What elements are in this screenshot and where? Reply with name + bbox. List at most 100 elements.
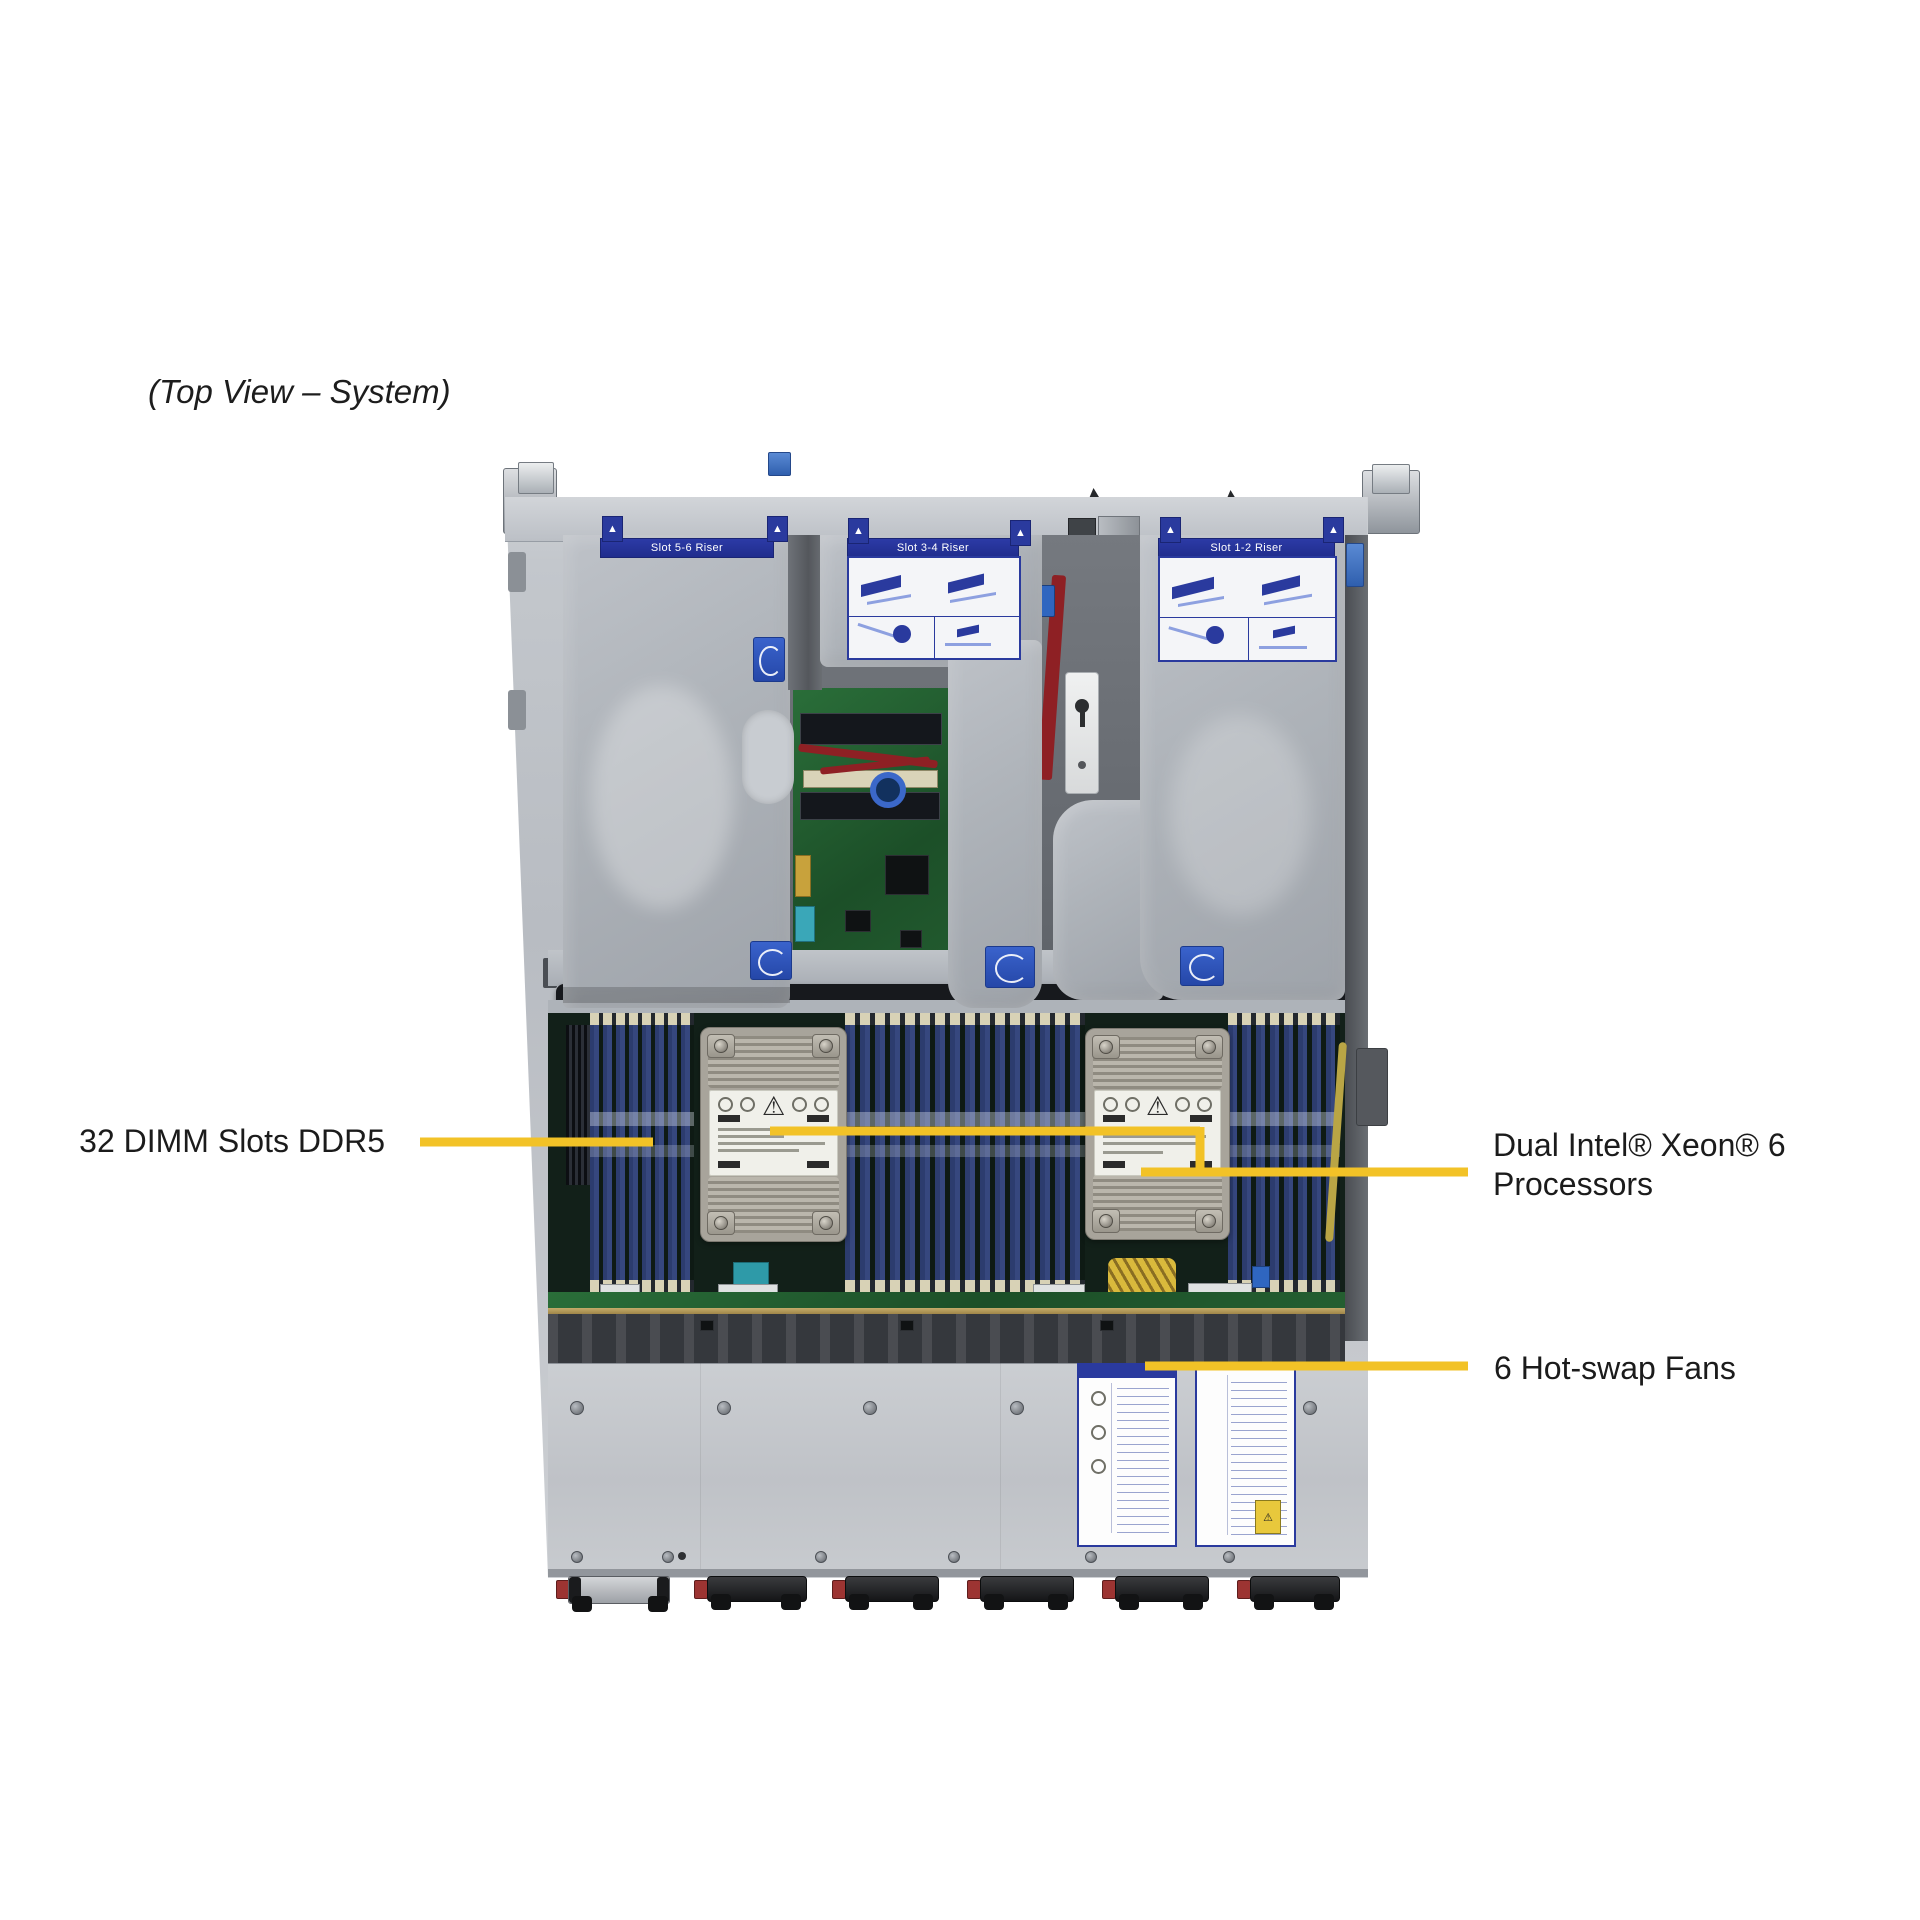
panel-screw: [1223, 1551, 1235, 1563]
label-circle: [740, 1097, 755, 1112]
riser-left: [563, 535, 794, 1008]
heatsink-screw: [714, 1216, 728, 1230]
left-wall-hinge-1: [508, 552, 526, 592]
panel-screw: [815, 1551, 827, 1563]
label-icon: [1103, 1161, 1125, 1168]
handle-foot: [781, 1594, 801, 1610]
panel-screw: [1085, 1551, 1097, 1563]
sticker-icon-column: [1203, 1375, 1228, 1535]
bracket-keyhole-stem: [1080, 711, 1085, 727]
panel-screw: [717, 1401, 731, 1415]
handle-foot: [1314, 1594, 1334, 1610]
handle-foot: [1119, 1594, 1139, 1610]
card-drawing: [1160, 617, 1248, 660]
sticker-icon: [1091, 1391, 1106, 1406]
riser-left-bottom-shadow: [563, 987, 790, 1003]
vrm-heatsink: [566, 1025, 590, 1185]
warning-triangle-icon: ⚠: [1255, 1500, 1281, 1534]
handle-foot: [984, 1594, 1004, 1610]
heatsink-screw: [714, 1039, 728, 1053]
figure-title: (Top View – System): [148, 373, 451, 410]
sticker-icon: [1091, 1425, 1106, 1440]
panel-screw: [1010, 1401, 1024, 1415]
midplane-dark-strip: [548, 1314, 1345, 1363]
chassis-rear-band: [505, 497, 1367, 542]
dimm-bank-left: [590, 1013, 694, 1292]
handle-foot: [648, 1596, 668, 1612]
heatsink-screw: [1099, 1040, 1113, 1054]
riser-banner-5-6-label: Slot 5-6 Riser: [650, 542, 724, 554]
strip-connector: [700, 1320, 714, 1331]
panel-screw: [570, 1401, 584, 1415]
panel-screw: [863, 1401, 877, 1415]
label-text-line: [1103, 1151, 1163, 1154]
label-text-line: [718, 1149, 800, 1152]
asic-chip: [885, 855, 929, 895]
sticker-icon-column: [1085, 1383, 1112, 1533]
dimm-label-band: [1228, 1145, 1340, 1157]
warning-triangle-icon: ▲: [1160, 517, 1181, 543]
rear-blue-clip: [768, 452, 791, 476]
handle-foot: [711, 1594, 731, 1610]
board-gold-edge: [548, 1308, 1345, 1314]
heatsink-screw: [819, 1039, 833, 1053]
dimm-label-band: [590, 1145, 694, 1157]
dimm-label-band: [1228, 1112, 1340, 1126]
callout-label-cpu-line1: Dual Intel® Xeon® 6: [1493, 1127, 1786, 1163]
yellow-connector: [795, 855, 811, 897]
panel-screw-dark: [678, 1552, 686, 1560]
right-edge-tab: [1356, 1048, 1388, 1126]
label-circle: [1197, 1097, 1212, 1112]
callout-line-cpu: [770, 1126, 1468, 1177]
label-circle: [1175, 1097, 1190, 1112]
right-edge-channel: [1345, 535, 1368, 1341]
riser-right-arm-sticker: [1180, 946, 1224, 986]
small-chip-2: [900, 930, 922, 948]
chassis-front-edge: [548, 1569, 1368, 1577]
card-drawing: [1247, 617, 1335, 660]
panel-seam: [1000, 1363, 1001, 1575]
heatsink-screw: [1202, 1040, 1216, 1054]
pcie-slot-1: [800, 713, 942, 745]
blue-header-component: [1252, 1266, 1270, 1288]
handle-foot: [913, 1594, 933, 1610]
riser-banner-1-2-label: Slot 1-2 Riser: [1210, 542, 1283, 554]
label-text-line: [718, 1142, 825, 1145]
warning-triangle-icon: ▲: [767, 516, 788, 542]
dimm-bank-middle: [845, 1013, 1085, 1292]
fan-panel-sticker-right: ⚠: [1195, 1363, 1296, 1547]
right-edge-blue-tab: [1346, 543, 1364, 587]
sticker-icon: [1091, 1459, 1106, 1474]
dimm-slot-caps: [590, 1013, 694, 1025]
sticker-text-lines: [1117, 1387, 1169, 1533]
handle-foot: [849, 1594, 869, 1610]
label-icon: [807, 1115, 829, 1122]
riser-right-instruction-card: [1158, 556, 1337, 662]
label-icon: [1103, 1115, 1125, 1122]
strip-connector: [1100, 1320, 1114, 1331]
dimm-slot-caps: [845, 1280, 1085, 1292]
shroud-sticker-left: [750, 941, 792, 980]
dimm-slot-caps: [845, 1013, 1085, 1025]
label-circle: [814, 1097, 829, 1112]
label-text-line: [718, 1135, 785, 1138]
riser-left-emboss: [591, 685, 733, 909]
heatsink-corner-plate: [1092, 1035, 1120, 1059]
heatsink-screw: [1099, 1214, 1113, 1228]
dimm-slot-caps: [1228, 1013, 1340, 1025]
panel-screw: [662, 1551, 674, 1563]
handle-foot: [1183, 1594, 1203, 1610]
riser-right-emboss: [1170, 715, 1310, 915]
warning-triangle-icon: ▲: [1323, 517, 1344, 543]
warning-triangle-icon: ▲: [848, 518, 869, 544]
callout-label-cpu-line2: Processors: [1493, 1166, 1654, 1202]
panel-screw: [571, 1551, 583, 1563]
motherboard-front-edge: [548, 1292, 1345, 1310]
bracket-keyhole: [1075, 699, 1089, 713]
handle-foot: [1048, 1594, 1068, 1610]
riser-left-info-sticker: [753, 637, 785, 682]
panel-screw: [948, 1551, 960, 1563]
